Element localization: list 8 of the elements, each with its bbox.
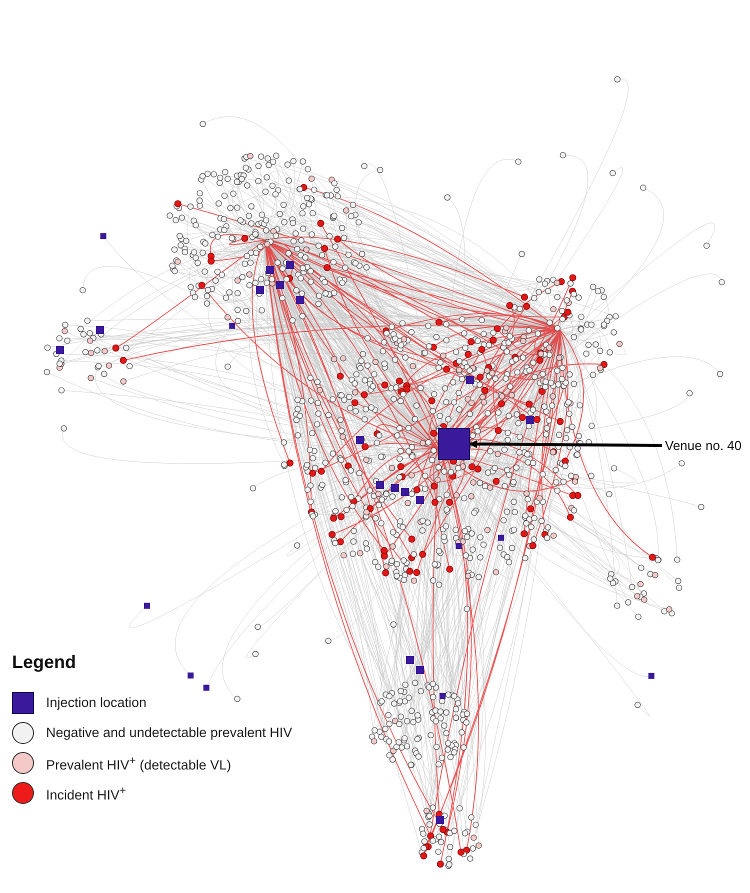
legend-title: Legend — [12, 652, 76, 673]
legend-text: Injection location — [46, 695, 147, 710]
venue-square — [438, 428, 470, 460]
venue-label: Venue no. 40 — [665, 438, 742, 453]
legend-text: Incident HIV$^{+}$ — [46, 785, 126, 802]
leader-arrow — [469, 440, 662, 448]
legend-text: Negative and undetectable prevalent HIV — [46, 725, 292, 740]
legend-text: Prevalent HIV$^{+}$ (detectable VL) — [46, 755, 232, 772]
